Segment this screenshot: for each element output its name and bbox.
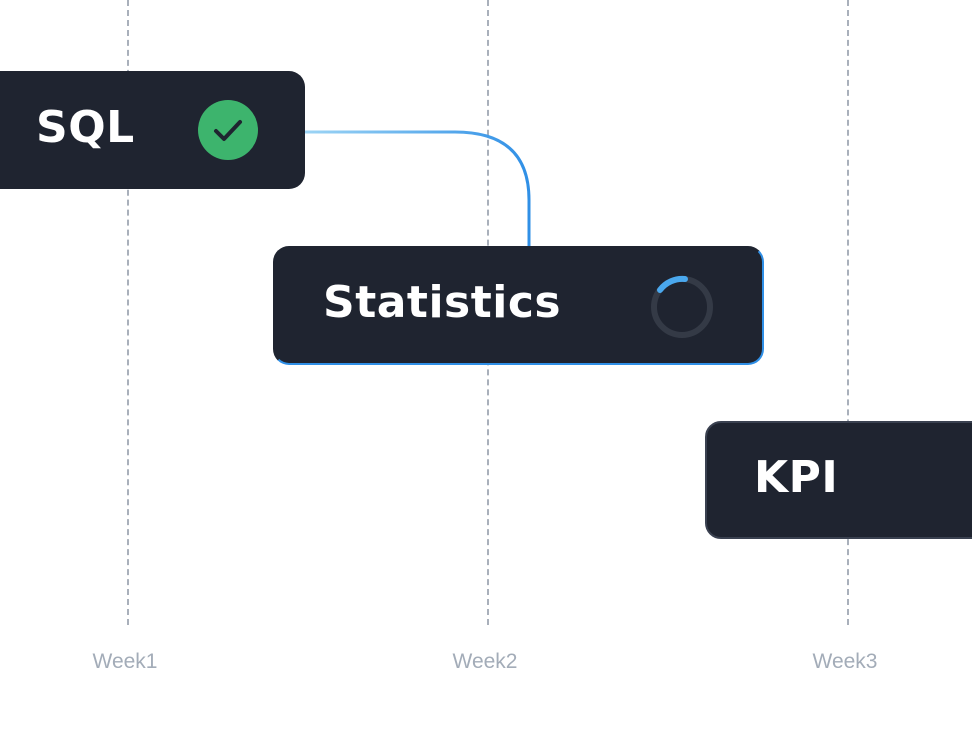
task-label: Statistics bbox=[323, 277, 562, 328]
task-card-kpi[interactable]: KPI bbox=[705, 421, 972, 539]
week1-gridline bbox=[127, 0, 129, 625]
check-circle-icon bbox=[198, 100, 258, 160]
task-label: SQL bbox=[36, 102, 135, 153]
loading-spinner-icon bbox=[651, 275, 713, 338]
week-label-3: Week3 bbox=[812, 650, 878, 673]
week3-gridline bbox=[847, 0, 849, 625]
task-card-statistics[interactable]: Statistics bbox=[273, 246, 764, 365]
week-label-1: Week1 bbox=[92, 650, 158, 673]
task-card-sql[interactable]: SQL bbox=[0, 71, 305, 189]
week-label-2: Week2 bbox=[452, 650, 518, 673]
task-label: KPI bbox=[754, 452, 839, 503]
